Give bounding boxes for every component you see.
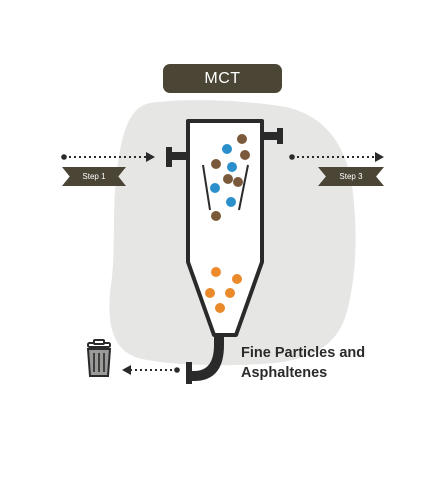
- particle-orange: [232, 274, 242, 284]
- particle-brown: [211, 159, 221, 169]
- inlet-flange-left: [166, 147, 188, 167]
- particle-blue: [222, 144, 232, 154]
- particle-blue: [210, 183, 220, 193]
- title-label: MCT: [163, 64, 282, 93]
- guide-line: [202, 164, 211, 211]
- particle-orange: [205, 288, 215, 298]
- outlet-flange-right: [261, 128, 283, 144]
- particle-brown: [237, 134, 247, 144]
- particles: [205, 134, 250, 313]
- particle-brown: [240, 150, 250, 160]
- particle-blue: [227, 162, 237, 172]
- trash-can-icon: [86, 339, 112, 377]
- discharge-pipe: [190, 335, 224, 381]
- inlet-arrow: [61, 152, 155, 162]
- guide-line: [238, 164, 249, 211]
- outlet-arrow: [289, 152, 384, 162]
- cyclone-separator-icon: [186, 119, 264, 337]
- step-3-tag: Step 3: [318, 167, 384, 186]
- step-1-tag: Step 1: [62, 167, 126, 186]
- particle-orange: [225, 288, 235, 298]
- waste-arrow: [122, 365, 180, 375]
- particle-blue: [226, 197, 236, 207]
- particle-orange: [211, 267, 221, 277]
- discharge-flange: [186, 362, 192, 384]
- particle-brown: [223, 174, 233, 184]
- particle-brown: [211, 211, 221, 221]
- caption-line-2: Asphaltenes: [241, 365, 328, 381]
- particle-orange: [215, 303, 225, 313]
- caption-line-1: Fine Particles and: [241, 345, 366, 361]
- output-caption: Fine Particles and Asphaltenes: [241, 343, 411, 383]
- particle-brown: [233, 177, 243, 187]
